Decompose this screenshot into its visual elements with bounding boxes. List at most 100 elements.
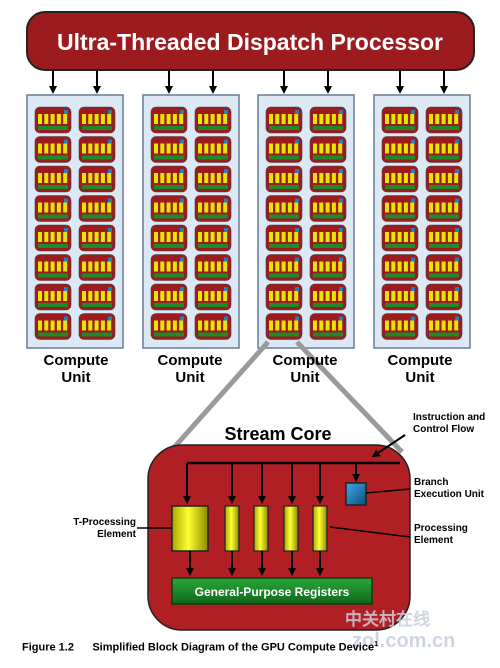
mini-stream-core [34, 224, 72, 252]
mini-stream-core [425, 254, 463, 281]
general-purpose-registers [171, 577, 373, 605]
mini-stream-core [150, 283, 188, 311]
mini-stream-core [425, 165, 463, 193]
mini-stream-core [425, 106, 463, 134]
mini-stream-core [78, 165, 116, 193]
mini-stream-core [265, 195, 303, 222]
caption-text: Simplified Block Diagram of the GPU Comp… [92, 641, 375, 654]
compute-unit-grid [26, 94, 471, 349]
mini-stream-core [34, 136, 72, 163]
mini-stream-core [194, 254, 232, 281]
mini-stream-core [381, 254, 419, 281]
instruction-flow-label: Instruction and Control Flow [413, 412, 486, 435]
caption-figure-number: Figure 1.2 [22, 641, 74, 654]
compute-unit-1 [26, 94, 124, 349]
mini-stream-core [150, 224, 188, 252]
mini-stream-core [150, 313, 188, 340]
mini-stream-core [78, 283, 116, 311]
stream-core-title: Stream Core [224, 424, 331, 444]
compute-unit-3 [257, 94, 355, 349]
mini-stream-core [381, 165, 419, 193]
mini-stream-core [194, 313, 232, 340]
processing-element-pointer [329, 526, 411, 538]
mini-stream-core [309, 136, 347, 163]
dispatch-arrows [49, 70, 448, 94]
mini-stream-core [78, 254, 116, 281]
mini-stream-core [265, 136, 303, 163]
mini-stream-core [194, 195, 232, 222]
mini-stream-core [265, 165, 303, 193]
compute-unit-label-2: Compute Unit [145, 352, 235, 386]
mini-stream-core [34, 106, 72, 134]
compute-unit-label-1: Compute Unit [31, 352, 121, 386]
compute-unit-4 [373, 94, 471, 349]
watermark-url: zol.com.cn [352, 630, 455, 652]
mini-stream-core [78, 313, 116, 340]
mini-stream-core [381, 224, 419, 252]
mini-stream-core [381, 313, 419, 340]
mini-stream-core [309, 195, 347, 222]
mini-stream-core [150, 195, 188, 222]
mini-stream-core [150, 254, 188, 281]
caption-footnote: 1 [374, 641, 378, 648]
mini-stream-core [309, 165, 347, 193]
cu-label-line2: Unit [61, 369, 91, 386]
mini-stream-core [194, 106, 232, 134]
watermark-cn: 中关村在线 [345, 609, 430, 630]
mini-stream-core [78, 224, 116, 252]
mini-stream-core [150, 165, 188, 193]
processing-elements [186, 505, 328, 576]
cu-label-line1: Compute [43, 352, 109, 369]
mini-stream-core [425, 313, 463, 340]
mini-stream-core [381, 283, 419, 311]
figure-caption: Figure 1.2 Simplified Block Diagram of t… [22, 641, 378, 654]
processing-element [224, 505, 240, 552]
compute-unit-2 [142, 94, 240, 349]
t-processing-element [171, 505, 209, 552]
mini-stream-core [150, 136, 188, 163]
mini-stream-core [309, 224, 347, 252]
cu-label-line1: Compute [157, 352, 223, 369]
mini-stream-core [194, 283, 232, 311]
processing-element [283, 505, 299, 552]
mini-stream-core [425, 136, 463, 163]
mini-stream-core [309, 106, 347, 134]
mini-stream-core [381, 195, 419, 222]
registers-label: General-Purpose Registers [195, 585, 350, 599]
mini-stream-core [194, 224, 232, 252]
bus-drop-arrows [183, 463, 360, 504]
mini-stream-core [309, 254, 347, 281]
dispatch-processor-bar [26, 11, 475, 71]
mini-stream-core [265, 283, 303, 311]
mini-stream-core [194, 165, 232, 193]
mini-stream-core [78, 106, 116, 134]
mini-stream-core [34, 283, 72, 311]
mini-stream-core [265, 313, 303, 340]
compute-unit-label-3: Compute Unit [260, 352, 350, 386]
mini-stream-core [194, 136, 232, 163]
cu-label-line2: Unit [290, 369, 320, 386]
mini-stream-core [381, 106, 419, 134]
cu-label-line2: Unit [175, 369, 205, 386]
instruction-flow-arrow [371, 434, 406, 458]
mini-stream-core [265, 254, 303, 281]
mini-stream-core [265, 106, 303, 134]
mini-stream-core [34, 254, 72, 281]
mini-stream-core [78, 195, 116, 222]
dispatch-processor-title: Ultra-Threaded Dispatch Processor [57, 29, 443, 55]
mini-stream-core [78, 136, 116, 163]
mini-stream-core [425, 283, 463, 311]
processing-element [312, 505, 328, 552]
branch-unit-label: Branch Execution Unit [414, 477, 485, 500]
mini-stream-core [150, 106, 188, 134]
cu-label-line1: Compute [272, 352, 338, 369]
mini-stream-core [309, 283, 347, 311]
mini-stream-core [34, 313, 72, 340]
mini-stream-core [309, 313, 347, 340]
branch-execution-unit [345, 482, 367, 506]
compute-unit-label-4: Compute Unit [375, 352, 465, 386]
branch-unit-pointer [365, 488, 411, 494]
zoom-line-left [168, 340, 270, 454]
mini-stream-core [425, 195, 463, 222]
